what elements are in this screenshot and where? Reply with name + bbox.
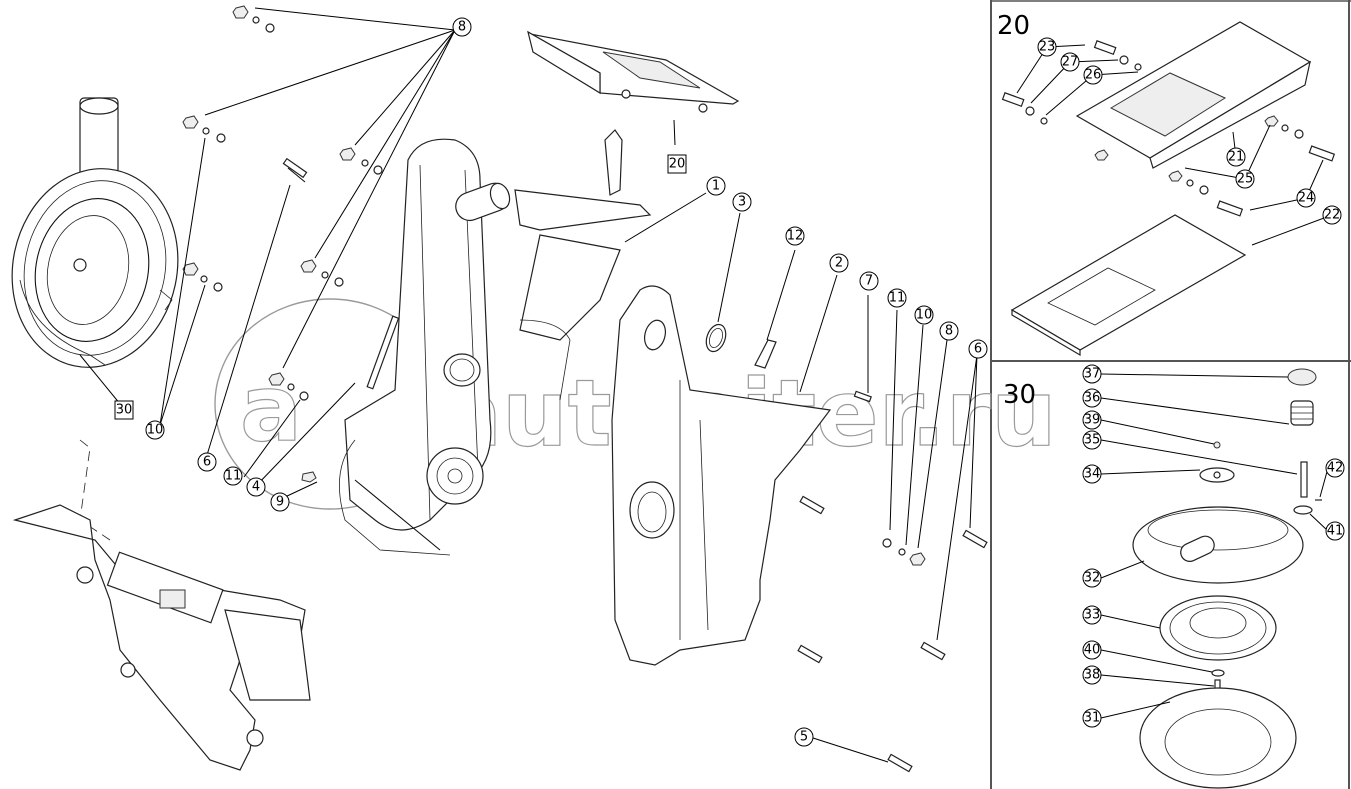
svg-text:23: 23 bbox=[1039, 40, 1056, 55]
callout-10a[interactable]: 10 bbox=[145, 420, 165, 440]
svg-text:32: 32 bbox=[1084, 571, 1101, 586]
callout-42[interactable]: 42 bbox=[1325, 458, 1345, 478]
callout-24[interactable]: 24 bbox=[1296, 188, 1316, 208]
svg-text:42: 42 bbox=[1327, 461, 1344, 476]
panel-20-title: 20 bbox=[997, 11, 1030, 41]
svg-text:6: 6 bbox=[974, 342, 982, 357]
leader-lines bbox=[79, 7, 978, 763]
svg-text:10: 10 bbox=[916, 308, 933, 323]
svg-text:39: 39 bbox=[1084, 413, 1101, 428]
svg-text:10: 10 bbox=[147, 423, 164, 438]
svg-text:3: 3 bbox=[738, 195, 746, 210]
callout-6a[interactable]: 6 bbox=[197, 452, 217, 472]
callout-36[interactable]: 36 bbox=[1082, 388, 1102, 408]
svg-text:20: 20 bbox=[669, 157, 686, 172]
callout-25[interactable]: 25 bbox=[1235, 169, 1255, 189]
callout-37[interactable]: 37 bbox=[1082, 364, 1102, 384]
callout-8b[interactable]: 8 bbox=[939, 321, 959, 341]
svg-text:12: 12 bbox=[787, 229, 804, 244]
svg-text:33: 33 bbox=[1084, 608, 1101, 623]
callout-2[interactable]: 2 bbox=[829, 253, 849, 273]
callout-10b[interactable]: 10 bbox=[914, 305, 934, 325]
svg-text:38: 38 bbox=[1084, 668, 1101, 683]
hardware-parts bbox=[182, 5, 988, 773]
ref-box-30[interactable]: 30 bbox=[114, 400, 134, 420]
ref-box-20[interactable]: 20 bbox=[667, 154, 687, 174]
svg-text:2: 2 bbox=[835, 256, 843, 271]
svg-text:21: 21 bbox=[1228, 150, 1245, 165]
svg-text:4: 4 bbox=[252, 480, 260, 495]
callout-40[interactable]: 40 bbox=[1082, 640, 1102, 660]
svg-text:31: 31 bbox=[1084, 711, 1101, 726]
callout-4[interactable]: 4 bbox=[246, 477, 266, 497]
svg-text:22: 22 bbox=[1324, 208, 1341, 223]
svg-text:5: 5 bbox=[800, 730, 808, 745]
callout-38[interactable]: 38 bbox=[1082, 665, 1102, 685]
callout-11a[interactable]: 11 bbox=[223, 466, 243, 486]
panel-30-title: 30 bbox=[1003, 380, 1036, 410]
svg-text:36: 36 bbox=[1084, 391, 1101, 406]
callout-35[interactable]: 35 bbox=[1082, 430, 1102, 450]
panel-20: 20 23 27 26 21 bbox=[997, 11, 1342, 357]
svg-text:34: 34 bbox=[1084, 467, 1101, 482]
chain-cover-part bbox=[611, 285, 832, 666]
callout-21[interactable]: 21 bbox=[1226, 147, 1246, 167]
callout-31[interactable]: 31 bbox=[1082, 708, 1102, 728]
panel-30: 30 37 36 39 35 bbox=[1003, 364, 1345, 789]
callout-11b[interactable]: 11 bbox=[887, 288, 907, 308]
top-bracket-part bbox=[527, 30, 740, 113]
callout-27[interactable]: 27 bbox=[1060, 52, 1080, 72]
svg-text:24: 24 bbox=[1298, 191, 1315, 206]
main-frame-assembly bbox=[339, 129, 652, 556]
callout-7[interactable]: 7 bbox=[859, 271, 879, 291]
svg-text:27: 27 bbox=[1062, 55, 1079, 70]
intake-housing-assembly bbox=[11, 97, 179, 368]
callout-33[interactable]: 33 bbox=[1082, 605, 1102, 625]
callout-1[interactable]: 1 bbox=[706, 176, 726, 196]
svg-text:25: 25 bbox=[1237, 172, 1254, 187]
callout-32[interactable]: 32 bbox=[1082, 568, 1102, 588]
callout-5[interactable]: 5 bbox=[794, 727, 814, 747]
svg-text:9: 9 bbox=[276, 495, 284, 510]
svg-text:6: 6 bbox=[203, 455, 211, 470]
callout-39[interactable]: 39 bbox=[1082, 410, 1102, 430]
panel-frames bbox=[990, 0, 1351, 789]
svg-text:1: 1 bbox=[712, 179, 720, 194]
callout-22[interactable]: 22 bbox=[1322, 205, 1342, 225]
callout-34[interactable]: 34 bbox=[1082, 464, 1102, 484]
svg-text:41: 41 bbox=[1327, 524, 1344, 539]
svg-text:40: 40 bbox=[1084, 643, 1101, 658]
callout-3[interactable]: 3 bbox=[732, 192, 752, 212]
callout-6b[interactable]: 6 bbox=[968, 339, 988, 359]
callout-26[interactable]: 26 bbox=[1083, 65, 1103, 85]
svg-text:8: 8 bbox=[945, 324, 953, 339]
svg-text:26: 26 bbox=[1085, 68, 1102, 83]
callout-8a[interactable]: 8 bbox=[452, 17, 472, 37]
svg-text:37: 37 bbox=[1084, 367, 1101, 382]
callout-12[interactable]: 12 bbox=[785, 226, 805, 246]
callout-41[interactable]: 41 bbox=[1325, 521, 1345, 541]
callout-23[interactable]: 23 bbox=[1037, 37, 1057, 57]
svg-text:11: 11 bbox=[889, 291, 906, 306]
watermark-logo-letter: a bbox=[240, 355, 302, 462]
svg-text:11: 11 bbox=[225, 469, 242, 484]
callout-9[interactable]: 9 bbox=[270, 492, 290, 512]
svg-text:7: 7 bbox=[865, 274, 873, 289]
svg-text:30: 30 bbox=[116, 403, 133, 418]
svg-text:35: 35 bbox=[1084, 433, 1101, 448]
main-callouts: 8 1 3 12 2 7 11 10 8 6 10 6 11 4 9 5 20 … bbox=[114, 17, 988, 747]
svg-text:8: 8 bbox=[458, 20, 466, 35]
lower-arm-assembly bbox=[12, 439, 311, 771]
